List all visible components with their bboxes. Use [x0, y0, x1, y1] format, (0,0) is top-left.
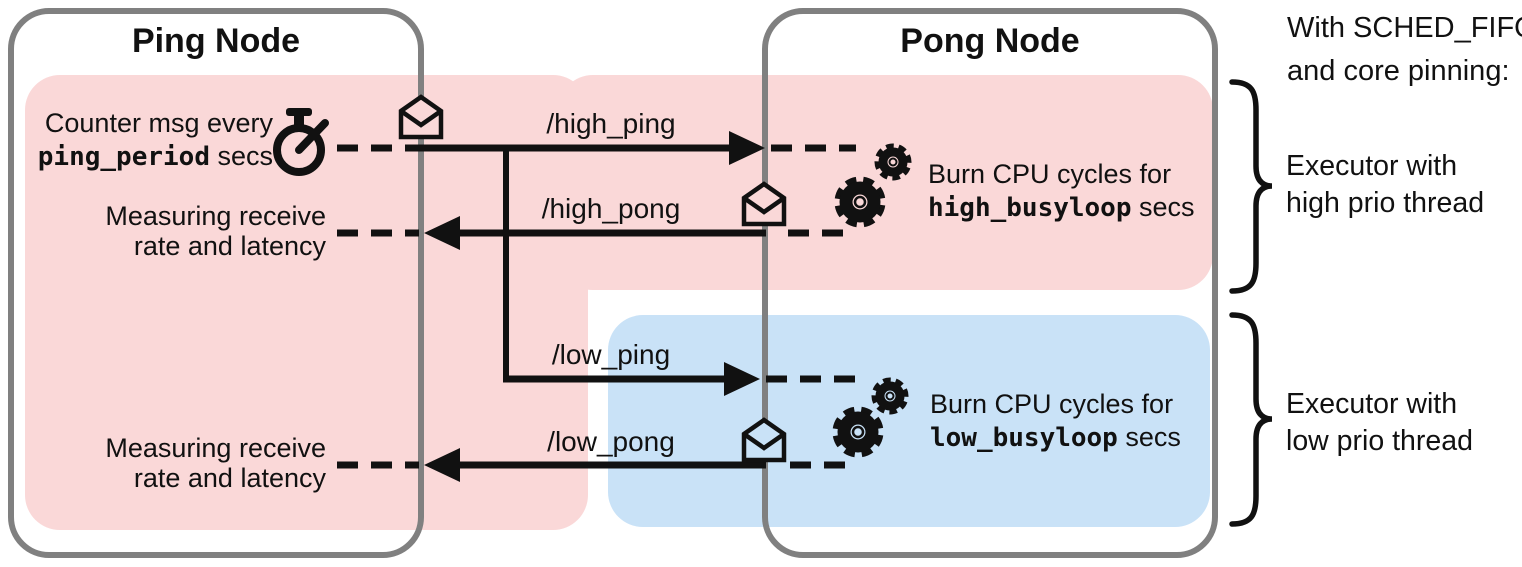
executor-low-line1: Executor with	[1286, 388, 1458, 420]
burn-caption-low: Burn CPU cycles for low_busyloop secs	[930, 388, 1181, 455]
arrow-high-ping	[337, 131, 856, 165]
timer-caption-line1: Counter msg every	[44, 108, 273, 138]
burn-high-line1: Burn CPU cycles for	[928, 159, 1172, 189]
burn-low-line1: Burn CPU cycles for	[930, 389, 1174, 419]
arrow-low-ping	[503, 362, 856, 396]
executor-high-line1: Executor with	[1286, 150, 1458, 182]
high-priority-region	[25, 75, 588, 530]
burn-low-param: low_busyloop	[930, 423, 1118, 453]
burn-high-suffix: secs	[1131, 192, 1195, 222]
low-priority-region	[608, 315, 1210, 527]
measure-low-line1: Measuring receive	[105, 433, 326, 463]
scheduling-note-line2: and core pinning:	[1287, 55, 1510, 87]
pong-node-title: Pong Node	[900, 22, 1080, 60]
topic-label-low-ping: /low_ping	[551, 339, 671, 370]
arrow-high-pong	[337, 216, 856, 250]
curly-brace-high	[1229, 79, 1273, 294]
timer-param: ping_period	[37, 142, 210, 172]
timer-caption: Counter msg every ping_period secs	[30, 107, 273, 174]
burn-low-suffix: secs	[1117, 422, 1181, 452]
ping-node-box	[8, 8, 424, 558]
topic-label-high-ping: /high_ping	[546, 108, 676, 139]
scheduling-note-line1: With SCHED_FIFO	[1287, 12, 1522, 44]
burn-caption-high: Burn CPU cycles for high_busyloop secs	[928, 158, 1195, 225]
executor-low-label: Executor with low prio thread	[1286, 386, 1473, 460]
scheduling-note: With SCHED_FIFO and core pinning:	[1287, 7, 1522, 93]
pong-node-box	[762, 8, 1218, 558]
measure-caption-low: Measuring receive rate and latency	[80, 433, 326, 493]
measure-high-line1: Measuring receive	[105, 201, 326, 231]
topic-label-low-pong: /low_pong	[547, 426, 675, 457]
timer-suffix: secs	[209, 141, 273, 171]
executor-high-line2: high prio thread	[1286, 187, 1485, 219]
burn-high-param: high_busyloop	[928, 193, 1132, 223]
stopwatch-icon	[273, 108, 329, 176]
measure-low-line2: rate and latency	[133, 463, 326, 493]
measure-high-line2: rate and latency	[133, 231, 326, 261]
executor-low-line2: low prio thread	[1286, 425, 1473, 457]
arrow-low-pong	[337, 448, 856, 482]
executor-high-label: Executor with high prio thread	[1286, 148, 1484, 222]
ping-node-title: Ping Node	[131, 22, 301, 60]
topic-label-high-pong: /high_pong	[541, 193, 681, 224]
curly-brace-low	[1229, 312, 1273, 527]
measure-caption-high: Measuring receive rate and latency	[80, 201, 326, 261]
